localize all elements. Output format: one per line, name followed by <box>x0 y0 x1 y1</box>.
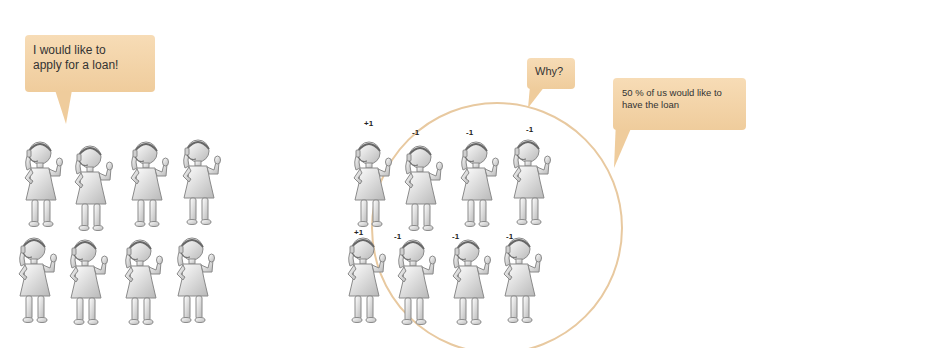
group-circle <box>372 103 622 348</box>
person-figure <box>453 240 491 325</box>
person-figure <box>19 238 57 323</box>
person-figure <box>177 238 215 323</box>
score-number: -1 <box>466 128 473 137</box>
person-figure <box>354 142 392 227</box>
person-figure <box>183 140 221 225</box>
score-number: -1 <box>526 125 533 134</box>
person-figure <box>405 146 443 231</box>
score-number: -1 <box>394 232 401 241</box>
person-figure <box>504 238 542 323</box>
person-figure <box>398 240 436 325</box>
speech-bubble: 50 % of us would like to have the loan <box>613 78 746 130</box>
bubble-text: Why? <box>535 65 575 79</box>
score-number: -1 <box>412 128 419 137</box>
person-figure <box>131 142 169 227</box>
bubble-tail <box>528 86 545 108</box>
bubble-text: 50 % of us would like to have the loan <box>622 87 734 111</box>
person-figure <box>461 142 499 227</box>
score-number: +1 <box>364 119 373 128</box>
person-figure <box>70 240 108 325</box>
speech-bubble: Why? <box>527 58 575 89</box>
person-figure <box>348 238 386 323</box>
bubble-text: I would like to apply for a loan! <box>33 43 137 73</box>
person-figure <box>25 142 63 227</box>
bubble-tail <box>55 90 72 124</box>
score-number: -1 <box>452 232 459 241</box>
person-figure <box>75 146 113 231</box>
speech-bubble: I would like to apply for a loan! <box>25 35 155 92</box>
person-figure <box>513 140 551 225</box>
score-number: +1 <box>354 228 363 237</box>
score-number: -1 <box>506 232 513 241</box>
person-figure <box>125 240 163 325</box>
